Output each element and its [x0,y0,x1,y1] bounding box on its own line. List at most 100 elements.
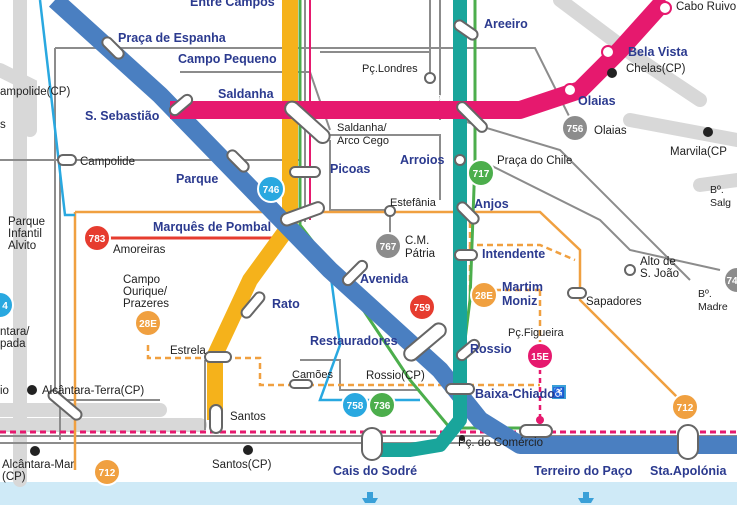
station-marker-sebastiao[interactable] [168,93,194,117]
label-cm-patria-1[interactable]: C.M. [405,235,429,247]
label-campo-pequeno[interactable]: Campo Pequeno [178,52,277,66]
label-martim-moniz-2[interactable]: Moniz [502,294,537,308]
label-campolide-cp[interactable]: ampolide(CP) [0,86,70,98]
label-bairro-2[interactable]: Salg [710,197,731,209]
bus-badge-756[interactable]: 756 [561,114,589,142]
label-bairro-1[interactable]: Bº. [710,184,724,196]
label-areeiro[interactable]: Areeiro [484,17,528,31]
label-rossio-cp[interactable]: Rossio(CP) [366,370,425,382]
label-olaias[interactable]: Olaias [578,94,616,108]
station-marker-terreiro[interactable] [519,424,553,438]
label-estrela[interactable]: Estrela [170,345,206,357]
label-parque[interactable]: Parque [176,172,218,186]
label-parque-infantil-2[interactable]: Infantil [8,228,42,240]
label-s-sebastiao[interactable]: S. Sebastião [85,109,160,123]
bus-badge-783[interactable]: 783 [83,224,111,252]
label-cm-patria-2[interactable]: Pátria [405,248,436,260]
label-restauradores[interactable]: Restauradores [310,334,398,348]
station-marker-cais[interactable] [361,427,383,461]
station-marker-marques[interactable] [279,200,325,227]
label-santos-cp[interactable]: Santos(CP) [212,459,272,471]
label-alcantara-mar-2[interactable]: (CP) [2,471,26,483]
station-marker-intendente[interactable] [454,249,478,261]
label-entre-campos[interactable]: Entre Campos [190,0,275,9]
label-rato[interactable]: Rato [272,297,300,311]
label-sapadores[interactable]: Sapadores [586,296,642,308]
bus-badge-712-a[interactable]: 712 [671,393,699,421]
label-intendente[interactable]: Intendente [482,247,545,261]
station-marker-estrela[interactable] [204,351,232,363]
tram-badge-28e-b[interactable]: 28E [470,281,498,309]
label-marques-de-pombal[interactable]: Marquês de Pombal [153,220,271,234]
tram-badge-28e-a[interactable]: 28E [134,309,162,337]
label-anjos[interactable]: Anjos [474,197,509,211]
label-campo-ourique-3[interactable]: Prazeres [123,298,169,310]
station-marker-saldanha[interactable] [282,99,332,146]
station-marker-santos[interactable] [209,404,223,434]
label-saldanha[interactable]: Saldanha [218,87,275,101]
label-saldanha-arco-cego-1[interactable]: Saldanha/ [337,122,387,134]
tram-badge-15e[interactable]: 15E [526,342,554,370]
bus-badge-746[interactable]: 746 [257,175,285,203]
station-marker-apolonia[interactable] [677,424,699,460]
label-bela-vista[interactable]: Bela Vista [628,45,689,59]
label-sta-apolonia[interactable]: Sta.Apolónia [650,464,727,478]
label-estefania[interactable]: Estefânia [390,197,437,209]
label-arroios[interactable]: Arroios [400,153,445,167]
label-parque-infantil-3[interactable]: Alvito [8,240,36,252]
label-marvila-cp[interactable]: Marvila(CP [670,146,727,158]
station-marker-camoes[interactable] [289,379,313,389]
label-alcantara-1[interactable]: ntara/ [0,326,30,338]
station-marker-alcantara-terra[interactable] [46,388,83,421]
station-marker-rossio[interactable] [455,338,481,362]
label-cabo-ruivo[interactable]: Cabo Ruivo [676,1,736,13]
station-marker-praca-espanha[interactable] [100,35,125,60]
label-campo-ourique-2[interactable]: Ourique/ [123,286,168,298]
label-parque-infantil-1[interactable]: Parque [8,216,45,228]
label-santos[interactable]: Santos [230,411,266,423]
station-marker-restauradores[interactable] [401,321,448,364]
station-marker-areeiro[interactable] [452,18,479,41]
bus-badge-74-partial[interactable]: 74 [723,266,737,294]
label-pc-londres[interactable]: Pç.Londres [362,63,418,75]
bus-badge-736[interactable]: 736 [368,391,396,419]
label-martim-moniz-1[interactable]: Martim [502,280,543,294]
label-pc-figueira[interactable]: Pç.Figueira [508,327,565,339]
station-marker-alameda[interactable] [455,100,489,134]
label-cais-do-sodre[interactable]: Cais do Sodré [333,464,417,478]
label-bairro-madre-1[interactable]: Bº. [698,288,712,300]
label-picoas[interactable]: Picoas [330,162,370,176]
bus-badge-759[interactable]: 759 [408,293,436,321]
label-pc-do-comercio[interactable]: Pç. do Comércio [458,437,543,449]
station-marker-rato[interactable] [240,290,267,319]
bus-badge-767[interactable]: 767 [374,232,402,260]
bus-badge-712-b[interactable]: 712 [93,458,121,486]
label-alto-de-s-joao-2[interactable]: S. João [640,268,679,280]
station-marker-campolide[interactable] [57,154,77,166]
label-avenida[interactable]: Avenida [360,272,409,286]
label-saldanha-arco-cego-2[interactable]: Arco Cego [337,135,389,147]
bus-badge-758[interactable]: 758 [341,391,369,419]
label-bairro-madre-2[interactable]: Madre [698,301,728,313]
label-alcantara-terra-cp[interactable]: Alcântara-Terra(CP) [42,385,144,397]
label-campo-ourique-1[interactable]: Campo [123,274,160,286]
label-rossio[interactable]: Rossio [470,342,512,356]
label-alcantara-mar-1[interactable]: Alcântara-Mar [2,459,74,471]
station-marker-avenida[interactable] [341,259,369,287]
station-marker-baixa[interactable] [445,383,475,395]
label-baixa-chiado[interactable]: Baixa-Chiado [475,387,555,401]
label-alto-de-s-joao-1[interactable]: Alto de [640,256,676,268]
label-olaias-bus[interactable]: Olaias [594,125,627,137]
station-marker-parque[interactable] [225,148,250,173]
label-campolide[interactable]: Campolide [80,156,135,168]
label-terreiro-do-paco[interactable]: Terreiro do Paço [534,464,633,478]
label-praca-de-espanha[interactable]: Praça de Espanha [118,31,227,45]
label-praca-do-chile[interactable]: Praça do Chile [497,155,572,167]
station-marker-anjos[interactable] [455,200,480,225]
label-amoreiras[interactable]: Amoreiras [113,244,166,256]
label-alameda[interactable]: Alameda [395,92,442,104]
station-marker-picoas[interactable] [289,166,321,178]
label-chelas-cp[interactable]: Chelas(CP) [626,63,686,75]
bus-badge-717[interactable]: 717 [467,159,495,187]
label-camoes[interactable]: Camões [292,369,333,381]
